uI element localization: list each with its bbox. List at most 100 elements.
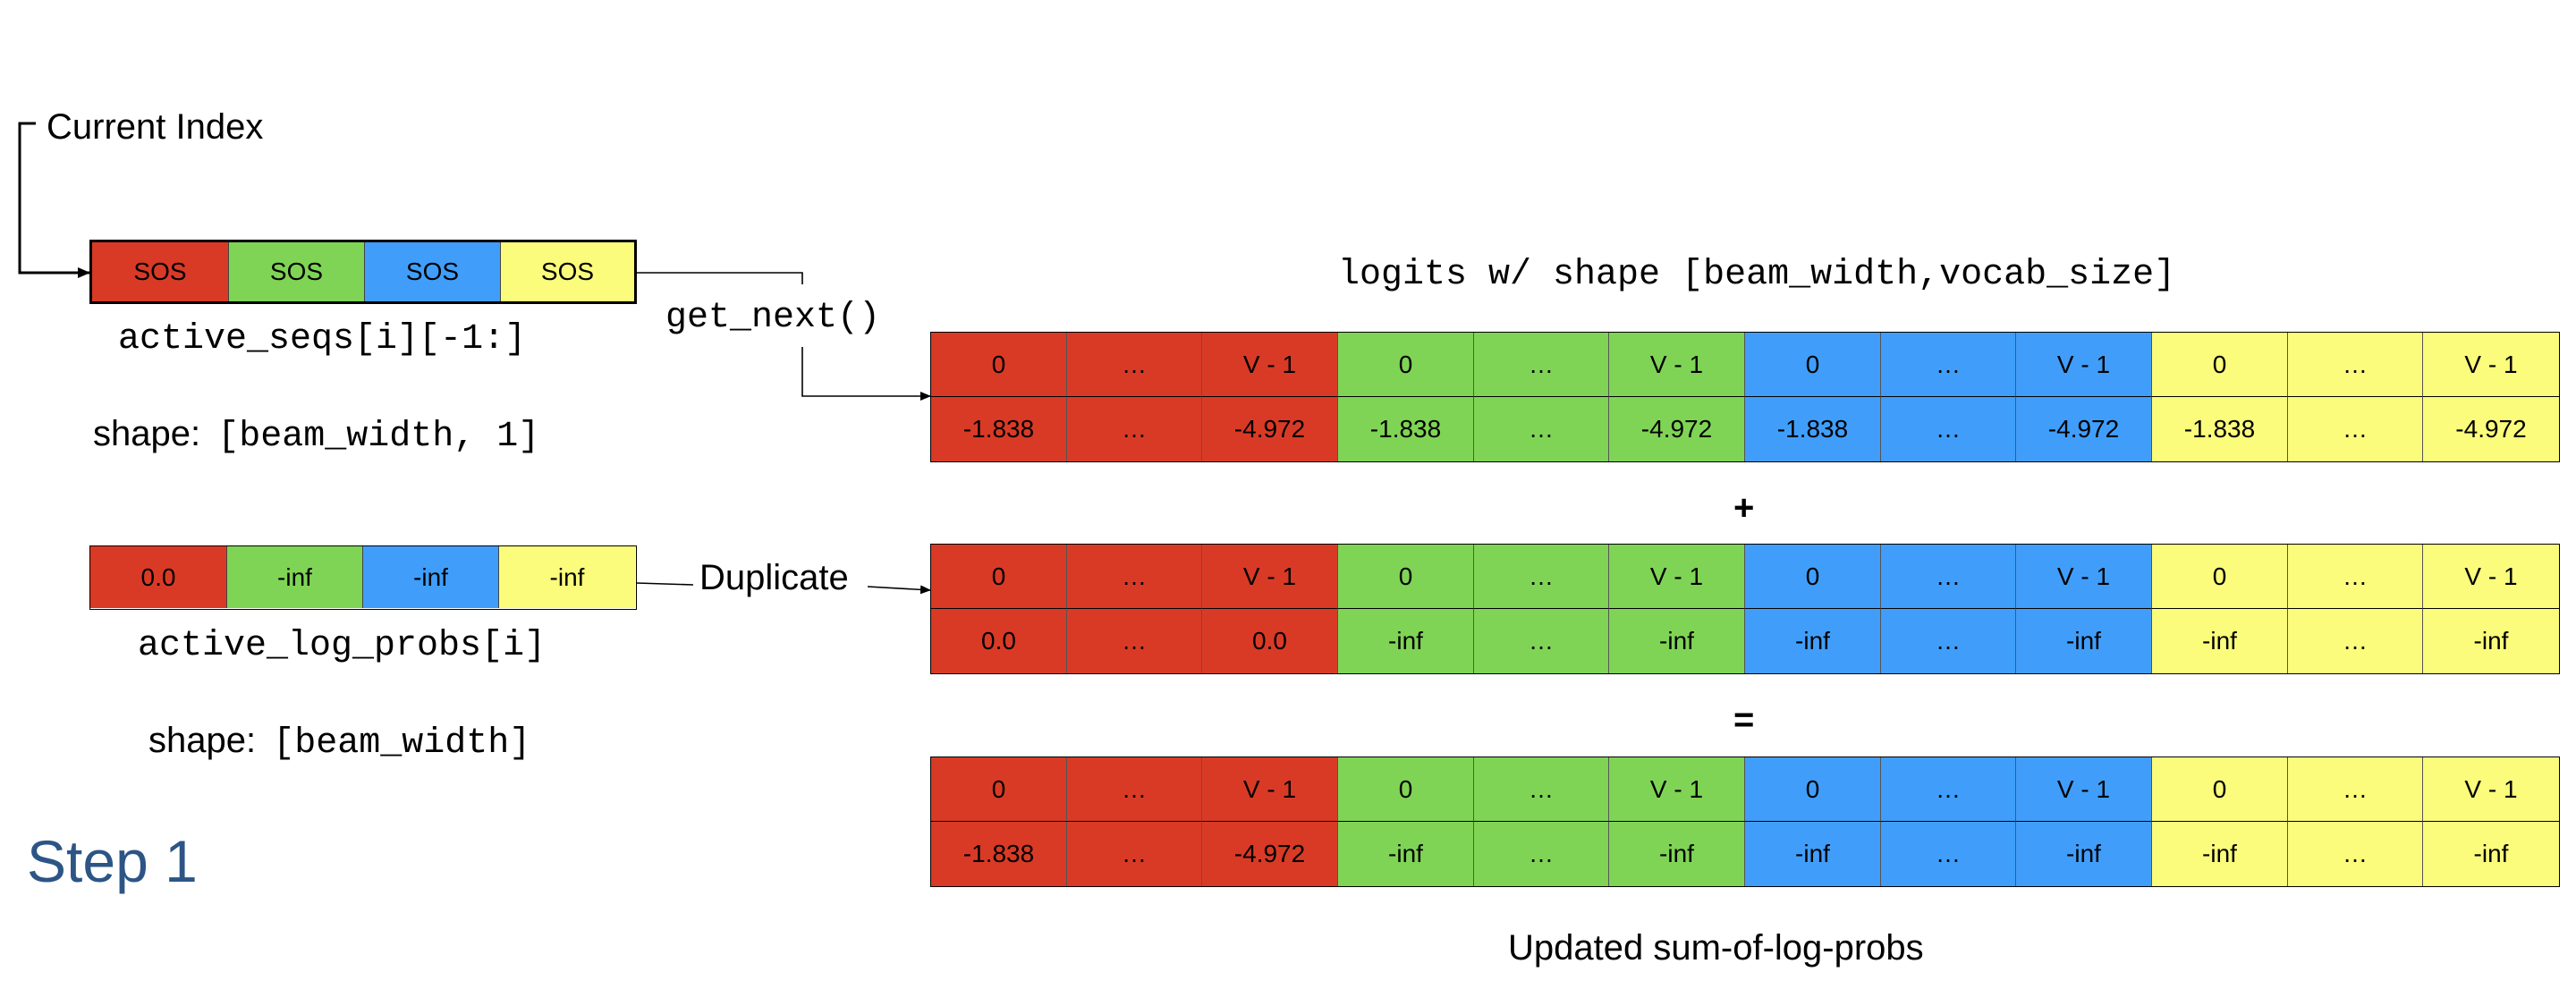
value-cell: -4.972 [1202, 822, 1338, 886]
equals-sign: = [1733, 700, 1755, 740]
index-cell: 0 [2152, 333, 2288, 397]
value-cell: -inf [2423, 822, 2559, 886]
value-cell: -4.972 [2016, 397, 2152, 461]
value-cell: … [1881, 397, 2016, 461]
value-cell: … [1881, 609, 2016, 673]
value-cell: -1.838 [931, 822, 1067, 886]
index-cell: V - 1 [1609, 757, 1745, 822]
value-cell: -1.838 [931, 397, 1067, 461]
plus-sign: + [1733, 488, 1755, 528]
index-cell: V - 1 [1202, 545, 1338, 609]
index-cell: 0 [1745, 333, 1881, 397]
active-log-probs-array: 0.0 -inf -inf -inf [89, 545, 637, 610]
active-seqs-cell: SOS [365, 242, 501, 301]
index-cell: V - 1 [1609, 333, 1745, 397]
get-next-arrow [637, 272, 930, 396]
value-cell: -inf [1745, 609, 1881, 673]
current-index-label: Current Index [47, 107, 264, 147]
index-cell: … [2288, 757, 2423, 822]
value-cell: -inf [1338, 609, 1474, 673]
index-cell: … [1067, 545, 1202, 609]
index-cell: V - 1 [1609, 545, 1745, 609]
value-cell: … [1474, 397, 1609, 461]
index-cell: … [2288, 545, 2423, 609]
value-cell: … [1881, 822, 2016, 886]
value-cell: -inf [1338, 822, 1474, 886]
index-cell: … [1881, 545, 2016, 609]
value-cell: -inf [2016, 822, 2152, 886]
index-cell: 0 [931, 545, 1067, 609]
shape2-label: shape: [beam_width] [148, 723, 530, 762]
index-cell: V - 1 [2016, 757, 2152, 822]
index-cell: … [1474, 333, 1609, 397]
duplicate-line [636, 582, 694, 586]
value-cell: … [1067, 397, 1202, 461]
value-cell: … [1474, 609, 1609, 673]
index-cell: 0 [1745, 757, 1881, 822]
get-next-label: get_next() [665, 298, 881, 338]
value-cell: -4.972 [2423, 397, 2559, 461]
value-cell: -inf [2152, 822, 2288, 886]
index-cell: … [2288, 333, 2423, 397]
index-cell: 0 [2152, 545, 2288, 609]
index-cell: V - 1 [1202, 757, 1338, 822]
value-cell: 0.0 [931, 609, 1067, 673]
value-cell: … [1474, 822, 1609, 886]
index-cell: 0 [1745, 545, 1881, 609]
index-cell: … [1067, 757, 1202, 822]
index-cell: … [1067, 333, 1202, 397]
value-cell: … [2288, 609, 2423, 673]
index-cell: V - 1 [2423, 757, 2559, 822]
current-index-arrow [18, 122, 90, 278]
active-seqs-cell: SOS [229, 242, 365, 301]
index-cell: … [1474, 545, 1609, 609]
index-cell: … [1881, 757, 2016, 822]
value-cell: 0.0 [1202, 609, 1338, 673]
shape1-value: [beam_width, 1] [217, 417, 540, 457]
value-cell: -inf [1609, 609, 1745, 673]
index-cell: V - 1 [2423, 545, 2559, 609]
index-cell: 0 [931, 333, 1067, 397]
value-cell: … [1067, 609, 1202, 673]
index-cell: … [1474, 757, 1609, 822]
duplicate-arrow [867, 585, 931, 595]
active-seqs-array: SOS SOS SOS SOS [89, 240, 637, 304]
value-cell: -inf [2152, 609, 2288, 673]
value-cell: … [2288, 822, 2423, 886]
active-log-probs-cell: -inf [363, 546, 499, 608]
shape2-prefix: shape: [148, 721, 257, 760]
index-cell: 0 [1338, 757, 1474, 822]
value-cell: … [2288, 397, 2423, 461]
index-cell: V - 1 [2016, 333, 2152, 397]
index-cell: V - 1 [2016, 545, 2152, 609]
index-cell: 0 [2152, 757, 2288, 822]
active-log-probs-cell: 0.0 [90, 546, 227, 608]
value-cell: -inf [2423, 609, 2559, 673]
index-cell: 0 [1338, 333, 1474, 397]
step-label: Step 1 [27, 828, 198, 894]
shape2-value: [beam_width] [273, 723, 531, 764]
shape1-label: shape: [beam_width, 1] [93, 416, 539, 455]
active-seqs-cell: SOS [92, 242, 229, 301]
duplicate-label: Duplicate [699, 558, 849, 597]
value-cell: -inf [2016, 609, 2152, 673]
index-cell: 0 [1338, 545, 1474, 609]
index-cell: 0 [931, 757, 1067, 822]
active-seqs-caption: active_seqs[i][-1:] [118, 319, 527, 359]
value-cell: -1.838 [2152, 397, 2288, 461]
active-log-probs-cell: -inf [227, 546, 363, 608]
shape1-prefix: shape: [93, 414, 201, 453]
index-cell: … [1881, 333, 2016, 397]
value-cell: -4.972 [1202, 397, 1338, 461]
active-log-probs-cell: -inf [499, 546, 635, 608]
value-cell: -4.972 [1609, 397, 1745, 461]
index-cell: V - 1 [2423, 333, 2559, 397]
index-cell: V - 1 [1202, 333, 1338, 397]
value-cell: … [1067, 822, 1202, 886]
value-cell: -1.838 [1745, 397, 1881, 461]
active-log-probs-caption: active_log_probs[i] [138, 626, 547, 666]
